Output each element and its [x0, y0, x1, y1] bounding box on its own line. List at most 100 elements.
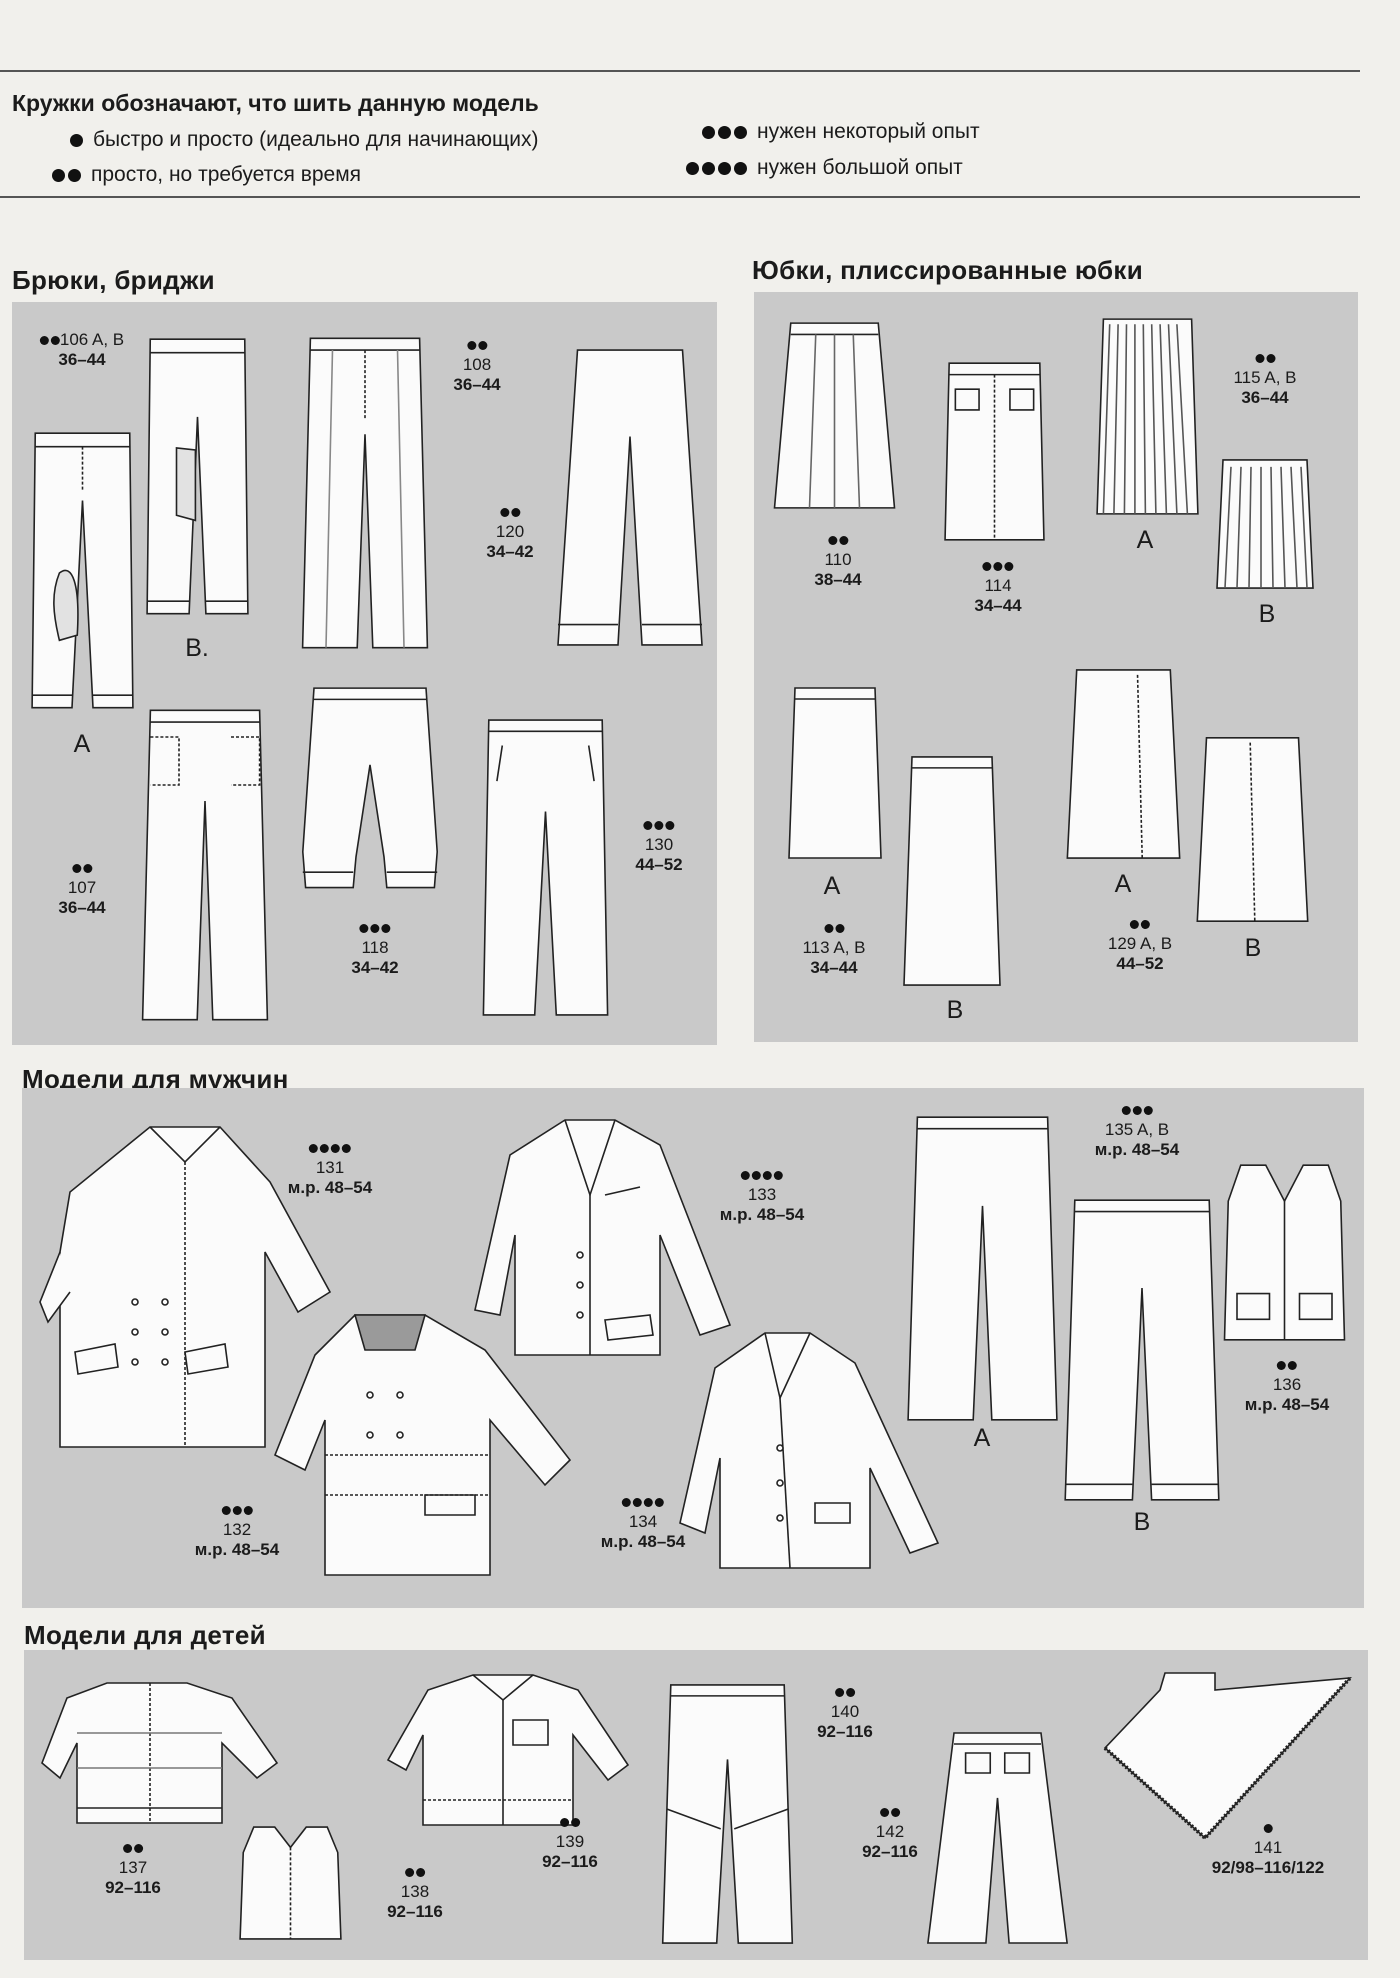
- dot-icon: [1004, 562, 1014, 571]
- dot-icon: [83, 864, 92, 873]
- difficulty-dots-icon: [823, 924, 844, 933]
- trousers-135b-drawing: [1062, 1195, 1222, 1505]
- section-title-kids: Модели для детей: [24, 1620, 266, 1650]
- skirt-129b-drawing: [1195, 733, 1310, 926]
- dot-icon: [232, 1506, 242, 1515]
- section-title-skirts: Юбки, плиссированные юбки: [752, 255, 1143, 285]
- trousers-130-drawing: [478, 715, 613, 1020]
- dot-icon: [1130, 920, 1139, 929]
- difficulty-dots-icon: [879, 1808, 900, 1817]
- dot-icon: [331, 1144, 340, 1153]
- trousers-140-drawing: [660, 1680, 795, 1948]
- difficulty-dots-icon: [221, 1506, 253, 1515]
- dot-icon: [1132, 1106, 1142, 1115]
- dot-icon: [1254, 354, 1264, 363]
- jacket-134-drawing: [680, 1328, 938, 1573]
- dot-icon: [839, 536, 848, 545]
- dot-icon: [243, 1506, 253, 1515]
- difficulty-dots-icon: [122, 1844, 143, 1853]
- dot-icon: [1143, 1106, 1153, 1115]
- difficulty-dots-icon: [70, 133, 83, 147]
- top-rule: [0, 70, 1360, 72]
- dot-icon: [68, 168, 81, 182]
- dot-icon: [702, 161, 715, 175]
- dot-icon: [370, 924, 380, 933]
- dot-icon: [702, 125, 715, 139]
- dot-icon: [982, 562, 992, 571]
- dot-icon: [763, 1171, 772, 1180]
- skirt-129a-drawing: [1065, 665, 1182, 863]
- difficulty-dots-icon: [52, 168, 81, 182]
- difficulty-dots-icon: [1263, 1824, 1273, 1833]
- skirt-110-drawing: [772, 318, 897, 513]
- dot-icon: [559, 1818, 569, 1827]
- trousers-118-drawing: [300, 683, 440, 908]
- difficulty-dots-icon: [72, 864, 92, 873]
- legend-item-3: нужен некоторый опыт: [702, 120, 980, 144]
- trousers-107-drawing: [140, 705, 270, 1025]
- dot-icon: [643, 821, 653, 830]
- legend-title: Кружки обозначают, что шить данную модел…: [12, 90, 539, 116]
- skirt-113b-drawing: [902, 752, 1002, 990]
- legend-item-4: нужен большой опыт: [686, 156, 963, 180]
- vest-138-drawing: [238, 1822, 343, 1944]
- dot-icon: [1277, 1361, 1286, 1370]
- dot-icon: [309, 1144, 318, 1153]
- dot-icon: [511, 508, 520, 517]
- difficulty-dots-icon: [1254, 354, 1275, 363]
- dot-icon: [52, 168, 65, 182]
- dot-icon: [467, 341, 476, 350]
- variant-letter-129a: A: [1114, 870, 1132, 898]
- coat-132-drawing: [275, 1305, 570, 1580]
- dot-icon: [718, 125, 731, 139]
- dot-icon: [404, 1868, 414, 1877]
- variant-letter-113b: B: [946, 996, 964, 1024]
- dot-icon: [752, 1171, 761, 1180]
- dot-icon: [70, 133, 83, 147]
- difficulty-dots-icon: [834, 1688, 855, 1697]
- dot-icon: [879, 1808, 889, 1817]
- dot-icon: [734, 125, 747, 139]
- dot-icon: [644, 1498, 653, 1507]
- difficulty-dots-icon: [1277, 1361, 1297, 1370]
- dot-icon: [359, 924, 369, 933]
- difficulty-dots-icon: [702, 125, 747, 139]
- difficulty-dots-icon: [1130, 920, 1150, 929]
- variant-letter-115a: A: [1136, 526, 1154, 554]
- variant-letter-135a: A: [973, 1424, 991, 1452]
- skirt-113a-drawing: [785, 683, 885, 863]
- trousers-142-drawing: [925, 1728, 1070, 1948]
- coat-131-drawing: [40, 1122, 330, 1452]
- dot-icon: [342, 1144, 351, 1153]
- variant-letter-113a: A: [823, 872, 841, 900]
- dot-icon: [478, 341, 487, 350]
- jacket-137-drawing: [42, 1678, 277, 1830]
- dot-icon: [890, 1808, 900, 1817]
- dot-icon: [654, 821, 664, 830]
- dot-icon: [122, 1844, 132, 1853]
- dot-icon: [320, 1144, 329, 1153]
- difficulty-dots-icon: [828, 536, 848, 545]
- variant-letter-135b: B: [1133, 1508, 1151, 1536]
- jacket-133-drawing: [475, 1115, 730, 1360]
- trousers-135a-drawing: [905, 1112, 1060, 1425]
- poncho-141-drawing: [1105, 1668, 1350, 1846]
- shirt-139-drawing: [388, 1670, 628, 1832]
- difficulty-dots-icon: [982, 562, 1014, 571]
- skirt-115a-drawing: [1095, 314, 1200, 519]
- dot-icon: [221, 1506, 231, 1515]
- dot-icon: [655, 1498, 664, 1507]
- dot-icon: [741, 1171, 750, 1180]
- dot-icon: [823, 924, 833, 933]
